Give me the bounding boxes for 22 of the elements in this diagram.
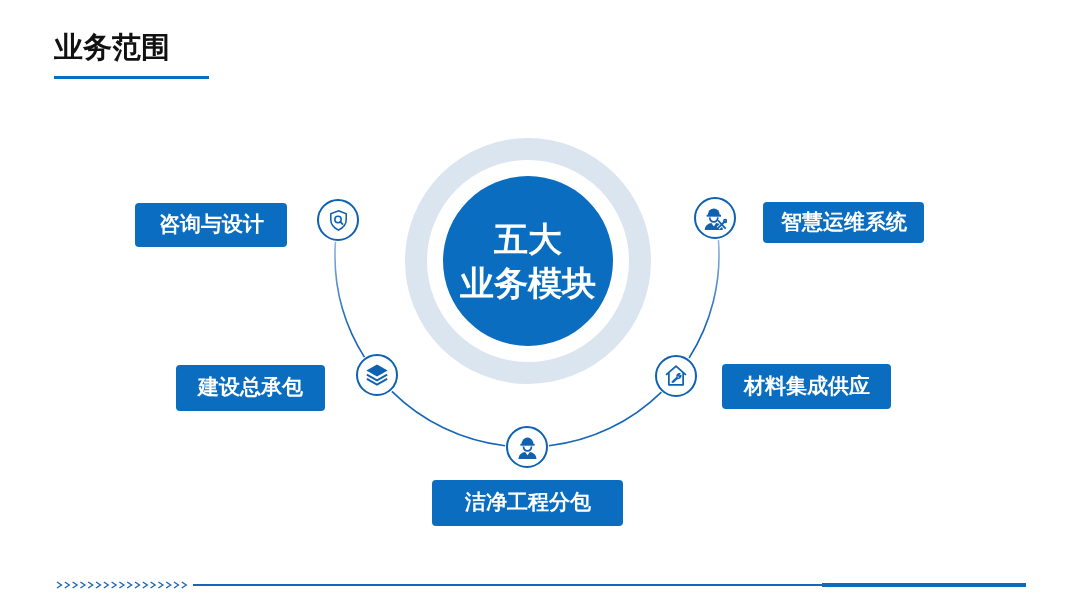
arc-connector [548,391,663,447]
module-label: 建设总承包 [198,375,303,401]
arc-connector [334,241,366,358]
arc-connector [391,390,506,447]
arc-connector [688,239,720,359]
module-box [763,202,924,243]
icon-ring [506,426,548,468]
module-box [176,365,325,411]
disc-label: 业务模块 [460,262,596,305]
icon-ring [317,199,360,241]
module-box [432,480,623,526]
module-label: 材料集成供应 [743,373,870,400]
disc-label: 五大 [494,217,562,261]
module-label: 智慧运维系统 [780,209,907,236]
module-box [135,203,287,247]
icon-ring [356,354,399,397]
module-label: 洁净工程分包 [464,490,591,516]
page-title: 业务范围 [54,30,170,65]
icon-ring [655,354,698,397]
module-label: 咨询与设计 [158,212,264,238]
icon-ring [694,197,737,240]
module-box [722,364,891,409]
